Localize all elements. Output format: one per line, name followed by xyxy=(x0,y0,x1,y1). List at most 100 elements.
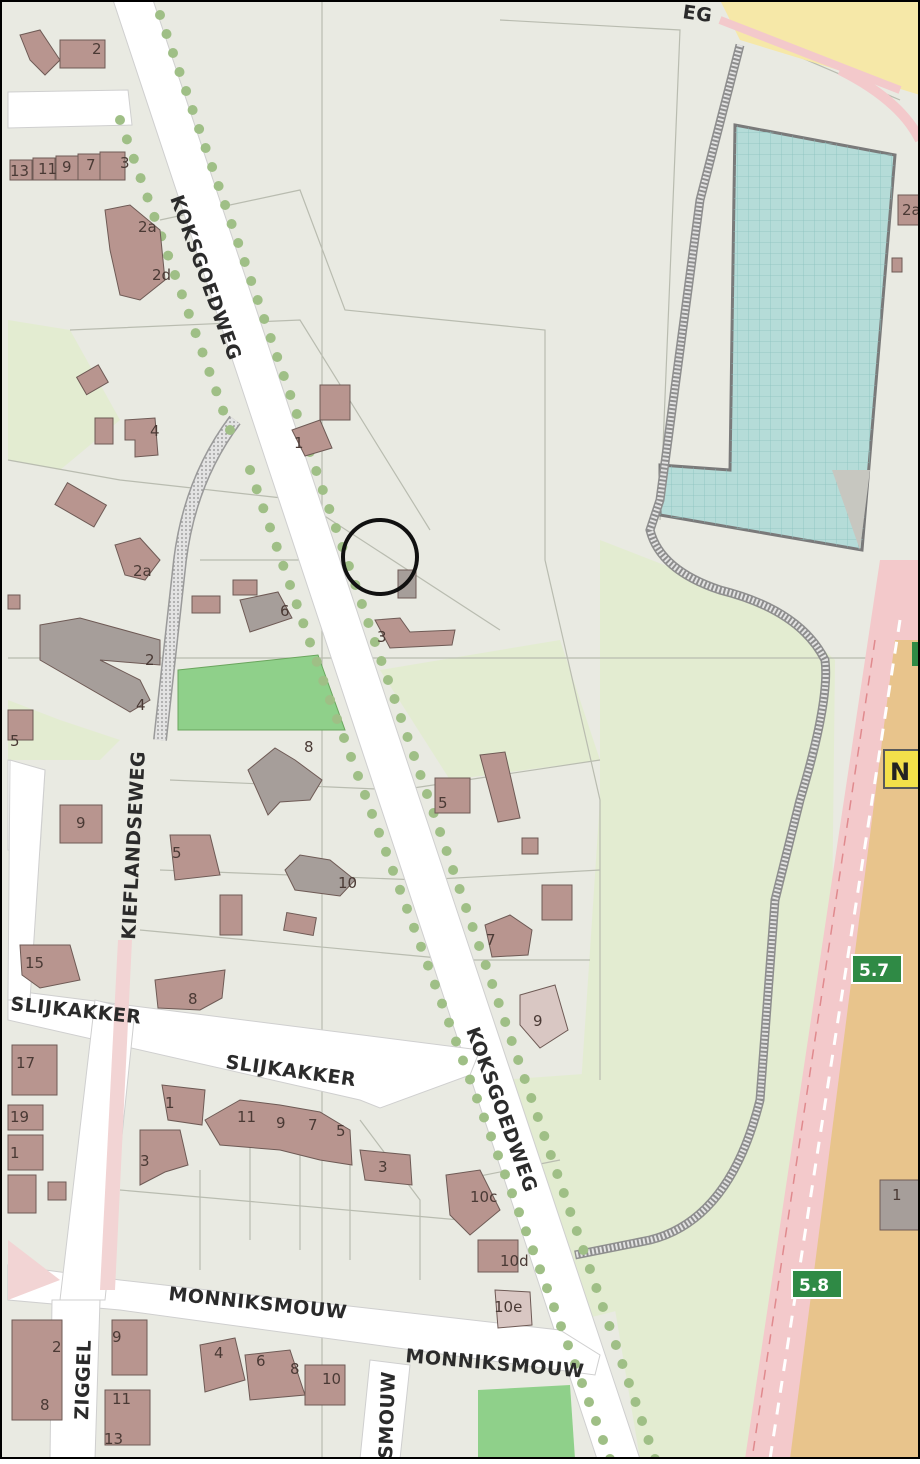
tree-icon xyxy=(584,1397,594,1408)
km-marker-text: 5.7 xyxy=(859,961,889,981)
tree-icon xyxy=(115,115,125,125)
house-number: 3 xyxy=(120,154,130,172)
footpath xyxy=(153,415,241,741)
tree-icon xyxy=(395,884,405,895)
tree-icon xyxy=(480,960,491,970)
house-number: 7 xyxy=(308,1116,318,1134)
tree-icon xyxy=(571,1226,582,1236)
tree-icon xyxy=(211,386,222,397)
tree-icon xyxy=(526,1093,537,1103)
house-number: 9 xyxy=(112,1328,122,1346)
house-number: 1 xyxy=(165,1094,175,1112)
tree-icon xyxy=(325,695,335,705)
house-number: 4 xyxy=(214,1344,224,1362)
tree-icon xyxy=(487,979,498,989)
pink-street-edges xyxy=(8,940,132,1300)
house-number: 7 xyxy=(486,931,496,949)
tree-icon xyxy=(598,1435,608,1445)
tree-icon xyxy=(161,29,172,39)
highway-label-text: N xyxy=(890,758,910,786)
tree-icon xyxy=(493,998,504,1008)
tree-icon xyxy=(493,1150,503,1161)
tree-icon xyxy=(578,1245,589,1255)
house-number: 19 xyxy=(10,1108,29,1126)
street-label-mouw-partial: SMOUW xyxy=(375,1371,400,1459)
tree-icon xyxy=(441,846,452,856)
tree-icon xyxy=(458,1055,468,1066)
tree-icon xyxy=(507,1188,517,1199)
km-marker-text: 5.8 xyxy=(799,1276,829,1296)
house-number: 9 xyxy=(533,1012,543,1030)
tree-icon xyxy=(528,1245,538,1256)
house-number: 13 xyxy=(104,1430,123,1448)
tree-icon xyxy=(155,10,165,20)
tree-icon xyxy=(545,1150,556,1160)
house-number: 9 xyxy=(276,1114,286,1132)
house-number: 2 xyxy=(145,651,155,669)
house-number: 3 xyxy=(377,628,387,646)
tree-icon xyxy=(346,751,356,762)
tree-icon xyxy=(409,751,419,761)
km-marker-5-8: 5.8 xyxy=(791,1269,843,1299)
tree-icon xyxy=(474,941,485,951)
tree-icon xyxy=(402,732,413,742)
tree-icon xyxy=(285,390,296,400)
tree-icon xyxy=(252,295,263,305)
tree-icon xyxy=(479,1112,489,1123)
tree-icon xyxy=(190,328,201,339)
tree-icon xyxy=(278,560,289,571)
tree-icon xyxy=(563,1340,573,1351)
tree-icon xyxy=(239,257,250,267)
tree-icon xyxy=(388,865,398,876)
tree-icon xyxy=(291,599,302,610)
tree-icon xyxy=(339,733,349,743)
house-number: 1 xyxy=(10,1144,20,1162)
tree-icon xyxy=(360,789,370,800)
location-circle-icon[interactable] xyxy=(341,518,419,596)
house-number: 3 xyxy=(140,1152,150,1170)
house-number: 2 xyxy=(52,1338,62,1356)
house-number: 11 xyxy=(237,1108,256,1126)
tree-icon xyxy=(637,1416,647,1426)
basin-corner xyxy=(832,470,870,550)
tree-icon xyxy=(416,941,426,952)
tree-icon xyxy=(513,1055,524,1065)
tree-icon xyxy=(272,352,283,362)
tree-icon xyxy=(549,1302,559,1313)
tree-icon xyxy=(597,1302,608,1312)
tree-icon xyxy=(181,86,192,96)
tree-icon xyxy=(135,173,146,184)
tree-icon xyxy=(187,105,198,115)
tree-icon xyxy=(643,1435,654,1445)
tree-icon xyxy=(558,1188,569,1198)
street-label-top-partial: EG xyxy=(681,1,713,27)
tree-icon xyxy=(332,714,342,724)
house-number: 8 xyxy=(290,1360,300,1378)
green-fields xyxy=(8,320,835,1459)
tree-icon xyxy=(396,713,406,723)
house-number: 4 xyxy=(150,422,160,440)
tree-icon xyxy=(435,827,446,837)
house-number: 5 xyxy=(172,844,182,862)
house-number: 10 xyxy=(338,874,357,892)
tree-icon xyxy=(204,366,215,377)
tree-icon xyxy=(500,1017,511,1027)
tree-icon xyxy=(142,192,153,203)
tree-icon xyxy=(461,903,472,913)
tree-icon xyxy=(374,827,384,838)
tree-icon xyxy=(121,134,132,145)
tree-icon xyxy=(584,1264,595,1274)
tree-icon xyxy=(591,1416,601,1426)
house-number: 2a xyxy=(138,218,157,236)
tree-icon xyxy=(246,276,257,286)
house-number: 1 xyxy=(892,1186,902,1204)
tree-icon xyxy=(542,1283,552,1294)
tree-icon xyxy=(552,1169,563,1179)
house-number: 5 xyxy=(10,732,20,750)
house-number: 10 xyxy=(322,1370,341,1388)
house-number: 2a xyxy=(902,201,920,219)
tree-icon xyxy=(519,1074,530,1084)
house-number: 5 xyxy=(438,794,448,812)
